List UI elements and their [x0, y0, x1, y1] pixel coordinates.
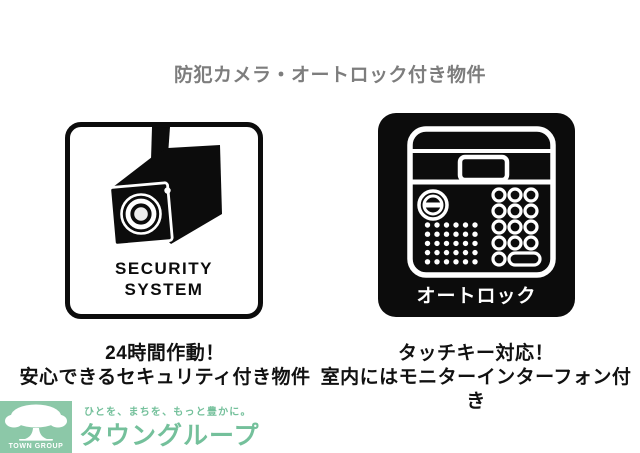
autolock-keypad-icon — [407, 126, 556, 278]
security-camera-icon — [108, 127, 222, 247]
town-group-logo: TOWN GROUP — [0, 401, 72, 453]
security-label-line2: SYSTEM — [124, 280, 204, 299]
security-caption-line1: 24時間作動！ — [105, 343, 225, 364]
security-caption-line2: 安心できるセキュリティ付き物件 — [19, 367, 311, 388]
autolock-caption-line2: 室内にはモニターインターフォン付き — [320, 367, 632, 412]
autolock-caption: タッチキー対応！ 室内にはモニターインターフォン付き — [312, 342, 640, 414]
town-group-logo-text: TOWN GROUP — [8, 443, 64, 450]
footer-brand: タウングループ — [79, 422, 260, 450]
page-title: 防犯カメラ・オートロック付き物件 — [173, 65, 486, 86]
security-system-card: SECURITY SYSTEM — [65, 122, 263, 319]
autolock-card: オートロック — [378, 113, 575, 317]
autolock-caption-line1: タッチキー対応！ — [397, 343, 554, 364]
tree-icon — [5, 404, 67, 441]
security-label-line1: SECURITY — [115, 259, 213, 278]
security-system-label: SECURITY SYSTEM — [70, 258, 258, 300]
security-caption: 24時間作動！ 安心できるセキュリティ付き物件 — [5, 342, 325, 390]
footer-tagline: ひとを、まちを、もっと豊かに。 — [84, 407, 252, 418]
autolock-label: オートロック — [416, 286, 537, 307]
